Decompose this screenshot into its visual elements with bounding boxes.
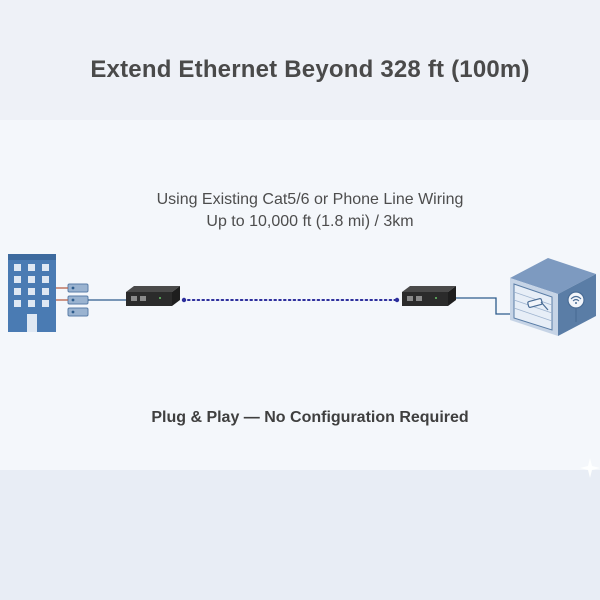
link-end-left	[181, 297, 187, 303]
office-building-icon	[8, 254, 56, 332]
wifi-icon	[567, 291, 585, 322]
subtitle-line-2: Up to 10,000 ft (1.8 mi) / 3km	[206, 213, 414, 230]
link-end-right	[394, 297, 400, 303]
subtitle-line-1: Using Existing Cat5/6 or Phone Line Wiri…	[156, 191, 464, 208]
header-band	[0, 0, 600, 120]
diagram-band	[0, 120, 600, 470]
sparkle-icon	[580, 458, 600, 478]
left-extender-device-icon	[126, 286, 180, 306]
server-rack-icon	[56, 283, 89, 317]
footer-band	[0, 470, 600, 600]
right-extender-device-icon	[402, 286, 456, 306]
page-title: Extend Ethernet Beyond 328 ft (100m)	[90, 56, 530, 83]
plug-and-play-note: Plug & Play — No Configuration Required	[151, 409, 469, 426]
security-camera-icon	[527, 298, 549, 311]
